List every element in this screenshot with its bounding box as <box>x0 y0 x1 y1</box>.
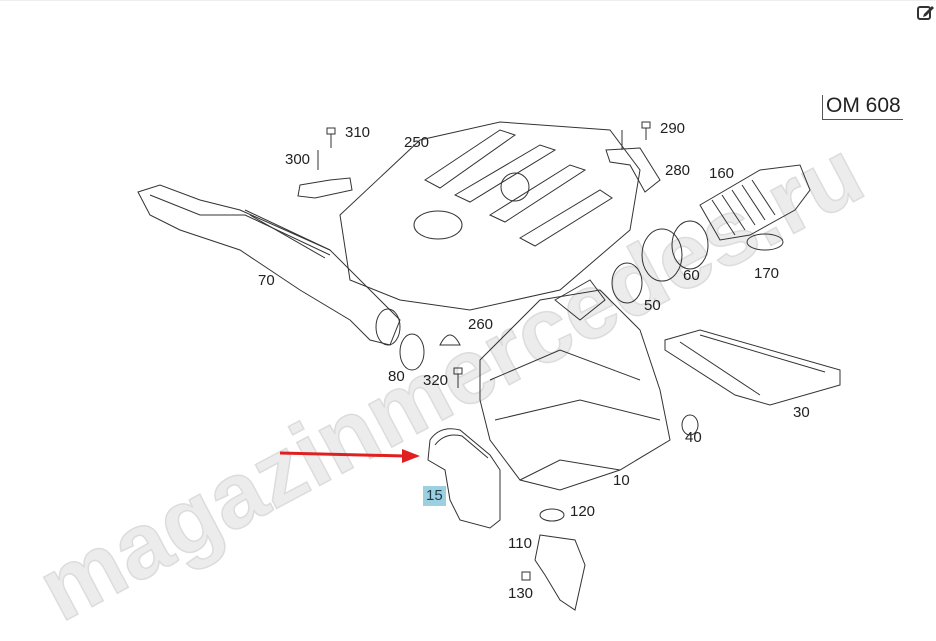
part-130-bolt <box>521 571 531 581</box>
part-label-160[interactable]: 160 <box>709 165 735 182</box>
part-15-air-duct <box>427 428 501 529</box>
part-label-130[interactable]: 130 <box>508 585 534 602</box>
part-label-260[interactable]: 260 <box>468 316 494 333</box>
part-label-300[interactable]: 300 <box>285 151 311 168</box>
part-label-110[interactable]: 110 <box>508 535 532 552</box>
part-label-280[interactable]: 280 <box>665 162 691 179</box>
part-label-60[interactable]: 60 <box>683 267 700 284</box>
part-320-bolt <box>453 367 463 388</box>
part-30-filter-element <box>664 329 841 406</box>
part-300-bracket <box>297 150 353 199</box>
part-50-seal <box>611 262 643 304</box>
part-70-intake-duct <box>137 184 401 346</box>
part-290-bolt <box>641 121 651 140</box>
engine-model-label: OM 608 <box>822 95 903 120</box>
part-120-grommet <box>539 508 565 522</box>
part-label-30[interactable]: 30 <box>793 404 810 421</box>
part-label-120[interactable]: 120 <box>570 503 596 520</box>
part-260-grommet <box>439 334 461 346</box>
part-label-310[interactable]: 310 <box>345 124 371 141</box>
part-label-40[interactable]: 40 <box>685 429 702 446</box>
part-label-320[interactable]: 320 <box>423 372 449 389</box>
part-160-hose <box>699 164 811 241</box>
part-label-80[interactable]: 80 <box>388 368 405 385</box>
part-label-50[interactable]: 50 <box>644 297 661 314</box>
part-80-seal <box>399 333 425 371</box>
part-110-bracket <box>534 534 586 611</box>
parts-diagram <box>137 121 841 611</box>
part-label-170[interactable]: 170 <box>754 265 780 282</box>
part-170-clamp <box>746 233 784 251</box>
part-310-bolt <box>326 127 336 148</box>
part-label-70[interactable]: 70 <box>258 272 275 289</box>
part-label-290[interactable]: 290 <box>660 120 686 137</box>
part-60-mass-air-sensor <box>641 228 683 282</box>
part-label-10[interactable]: 10 <box>613 472 630 489</box>
edit-icon[interactable] <box>917 3 935 21</box>
top-divider <box>0 0 936 1</box>
part-280-bracket <box>605 130 661 193</box>
part-label-15-highlighted[interactable]: 15 <box>423 486 446 506</box>
indicator-arrow <box>279 449 420 463</box>
part-250-engine-cover <box>339 121 641 311</box>
part-label-250[interactable]: 250 <box>404 134 430 151</box>
part-10-filter-housing <box>479 289 671 491</box>
